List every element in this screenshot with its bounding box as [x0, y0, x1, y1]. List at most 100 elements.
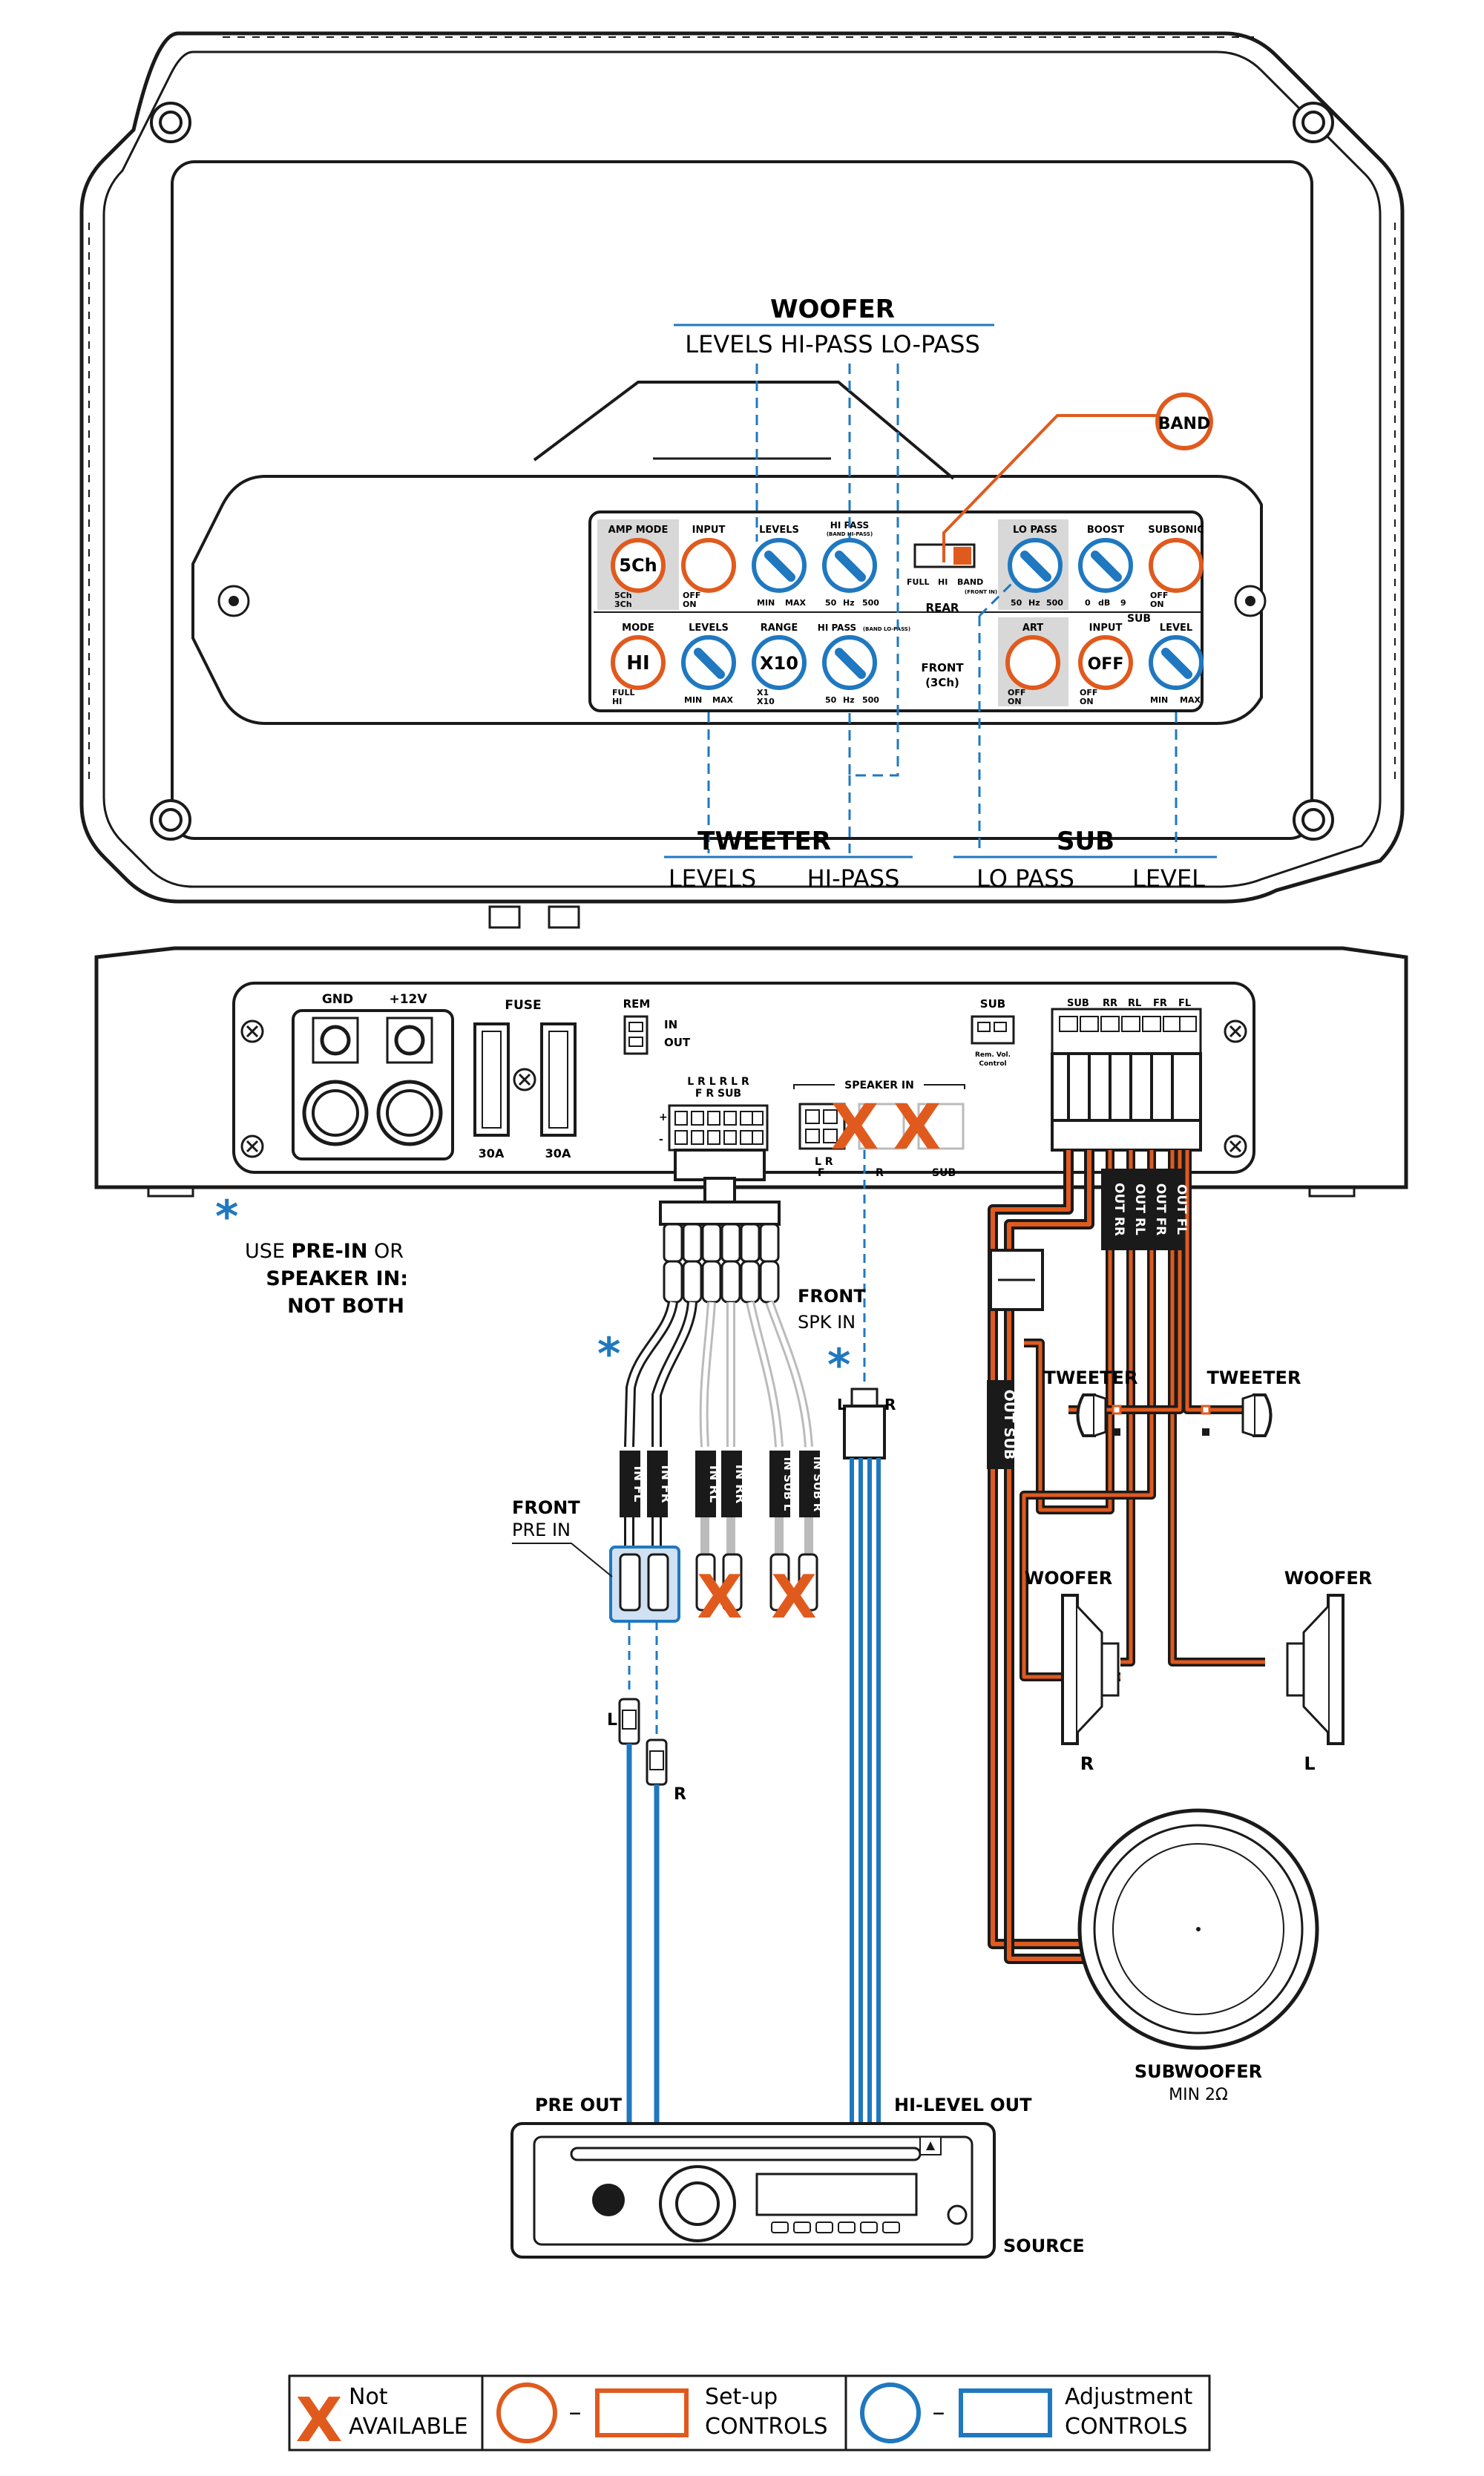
sub-level-label: LEVEL — [1132, 864, 1205, 893]
power-terminals[interactable]: GND +12V — [292, 992, 454, 1160]
range-opt1: X1 — [757, 688, 769, 697]
hipass-bottom-s3: 500 — [862, 695, 879, 705]
input-title: INPUT — [692, 525, 726, 536]
spk-in-sub: SUB — [932, 1167, 956, 1179]
sub-heading: SUB — [1057, 827, 1114, 856]
screw-icon — [1293, 102, 1334, 143]
input-control[interactable]: INPUT OFF ON — [683, 525, 734, 609]
out-rl-term-label: RL — [1128, 998, 1141, 1009]
out-fr-term-label: FR — [1153, 998, 1167, 1009]
legend-orange-rect-icon — [595, 2388, 689, 2437]
front-label: FRONT — [921, 661, 964, 674]
art-control[interactable]: ART OFF ON — [1008, 623, 1058, 706]
woofer-heading: WOOFER — [770, 295, 895, 324]
hipass-bottom-knob[interactable]: HI PASS (BAND LO-PASS) 50 Hz 500 — [818, 623, 910, 705]
source-head-unit: PRE OUT HI-LEVEL OUT SOURCE — [510, 2095, 1085, 2259]
subsonic-opt2: ON — [1150, 600, 1164, 609]
speaker-in-label: SPEAKER IN — [844, 1080, 914, 1091]
sub-remote-connector[interactable]: SUB Rem. Vol. Control — [971, 997, 1015, 1068]
input-wire-tags: IN FL IN FR IN RL IN RR IN SUB L IN SUB … — [620, 1451, 824, 1517]
tweeter-label-2: TWEETER — [1207, 1367, 1301, 1388]
speaker-output-terminals[interactable]: SUB RR RL FR FL — [1051, 998, 1202, 1152]
sub-remote-label: SUB — [980, 997, 1005, 1011]
levels-bottom-knob[interactable]: LEVELS MIN MAX — [683, 623, 734, 705]
hi-level-out-label: HI-LEVEL OUT — [894, 2095, 1032, 2115]
out-fl-term-label: FL — [1178, 998, 1191, 1009]
spk-plug-r-label: R — [884, 1396, 896, 1413]
levels-top-min: MIN — [757, 598, 775, 608]
level-sub-min: MIN — [1150, 695, 1168, 705]
input-sub-control[interactable]: INPUT OFF OFF ON — [1080, 623, 1131, 706]
amplifier-side-view: GND +12V FUSE 30A 30A REM — [94, 946, 1408, 1198]
mode-opt1: FULL — [612, 688, 634, 697]
rca-r-label: R — [674, 1785, 686, 1804]
level-sub-title: LEVEL — [1160, 623, 1192, 634]
tag-out-fr: OUT FR — [1153, 1183, 1168, 1235]
tag-out-rl: OUT RL — [1132, 1183, 1147, 1235]
woofer-right: WOOFER L — [1284, 1568, 1373, 1774]
mode-control[interactable]: MODE HI FULL HI — [612, 623, 663, 706]
boost-s1: 0 — [1085, 598, 1091, 608]
tag-in-sub-l: IN SUB L — [781, 1457, 795, 1511]
speaker-in-connector[interactable]: SPEAKER IN L R F R SUB X X — [793, 1077, 965, 1179]
screw-icon — [240, 1134, 264, 1158]
legend-setup-controls: CONTROLS — [705, 2414, 828, 2440]
amp-mode-control[interactable]: AMP MODE 5Ch 5Ch 3Ch — [608, 525, 669, 609]
levels-top-max: MAX — [785, 598, 806, 608]
asterisk-icon: * — [215, 1191, 238, 1243]
hipass-bottom-title: HI PASS — [818, 623, 856, 633]
hipass-bottom-sub: (BAND LO-PASS) — [863, 626, 910, 632]
legend-adjustment: Adjustment — [1065, 2384, 1192, 2410]
lopass-s3: 500 — [1046, 598, 1063, 608]
tweeter-left: TWEETER — [1044, 1367, 1137, 1437]
art-title: ART — [1022, 623, 1043, 634]
input-sub-opt1: OFF — [1080, 688, 1097, 697]
input-sub-opt2: ON — [1080, 697, 1094, 706]
output-wire-tags: OUT RR OUT RL OUT FR OUT FL OUT SUB — [987, 1169, 1189, 1469]
rca-l-label: L — [607, 1711, 617, 1730]
legend-blue-circle-icon — [860, 2383, 921, 2443]
amp-mode-opt1: 5Ch — [614, 591, 632, 600]
subwoofer-min-label: MIN 2Ω — [1169, 2086, 1228, 2104]
boost-title: BOOST — [1087, 525, 1124, 536]
tag-in-sub-r: IN SUB R — [811, 1457, 824, 1512]
top-callouts: WOOFER LEVELS HI-PASS LO-PASS TWEETER LE… — [664, 295, 1217, 893]
level-sub-knob[interactable]: LEVEL MIN MAX — [1150, 623, 1201, 705]
pre-in-note: * USE PRE-IN OR SPEAKER IN: NOT BOTH — [215, 1191, 408, 1318]
range-control[interactable]: RANGE X10 X1 X10 — [752, 623, 807, 706]
asterisk-icon: * — [597, 1328, 620, 1380]
pre-in-connector[interactable]: L R L R L R F R SUB + - — [659, 1076, 769, 1152]
not-available-x-icon: X — [831, 1091, 879, 1163]
boost-knob[interactable]: BOOST 0 dB 9 — [1080, 525, 1131, 608]
range-title: RANGE — [761, 623, 798, 634]
tag-in-fl: IN FL — [631, 1466, 646, 1503]
remote-connector[interactable]: REM IN OUT — [623, 997, 691, 1055]
tag-in-fr: IN FR — [658, 1465, 673, 1503]
screw-icon — [150, 799, 191, 841]
fuse-30a-2: 30A — [545, 1146, 571, 1160]
band-badge: BAND — [1158, 415, 1210, 433]
lopass-knob[interactable]: LO PASS 50 Hz 500 — [1010, 525, 1063, 608]
subsonic-control[interactable]: SUBSONIC OFF ON — [1148, 525, 1204, 609]
subsonic-title: SUBSONIC — [1148, 525, 1204, 536]
pre-in-lr-label: L R L R L R — [687, 1076, 749, 1088]
legend-x-icon: X — [295, 2385, 342, 2456]
woofer-label-1: WOOFER — [1025, 1568, 1113, 1589]
tag-in-rl: IN RL — [706, 1465, 721, 1503]
tag-out-rr: OUT RR — [1112, 1183, 1126, 1236]
legend-dash-2: – — [933, 2397, 945, 2427]
lopass-s1: 50 — [1011, 598, 1022, 608]
levels-top-knob[interactable]: LEVELS MIN MAX — [754, 525, 806, 608]
boost-s2: dB — [1098, 598, 1110, 608]
levels-top-title: LEVELS — [759, 525, 799, 536]
tag-in-rr: IN RR — [732, 1465, 747, 1504]
switch-band-sub: (FRONT IN) — [965, 589, 997, 595]
v12-label: +12V — [389, 992, 427, 1007]
legend-not: Not — [349, 2384, 388, 2410]
art-opt2: ON — [1008, 697, 1022, 706]
fuse-label: FUSE — [505, 998, 541, 1013]
not-available-x-icon: X — [771, 1563, 817, 1632]
spk-in-f: F — [818, 1167, 825, 1179]
input-opt1: OFF — [683, 591, 700, 600]
